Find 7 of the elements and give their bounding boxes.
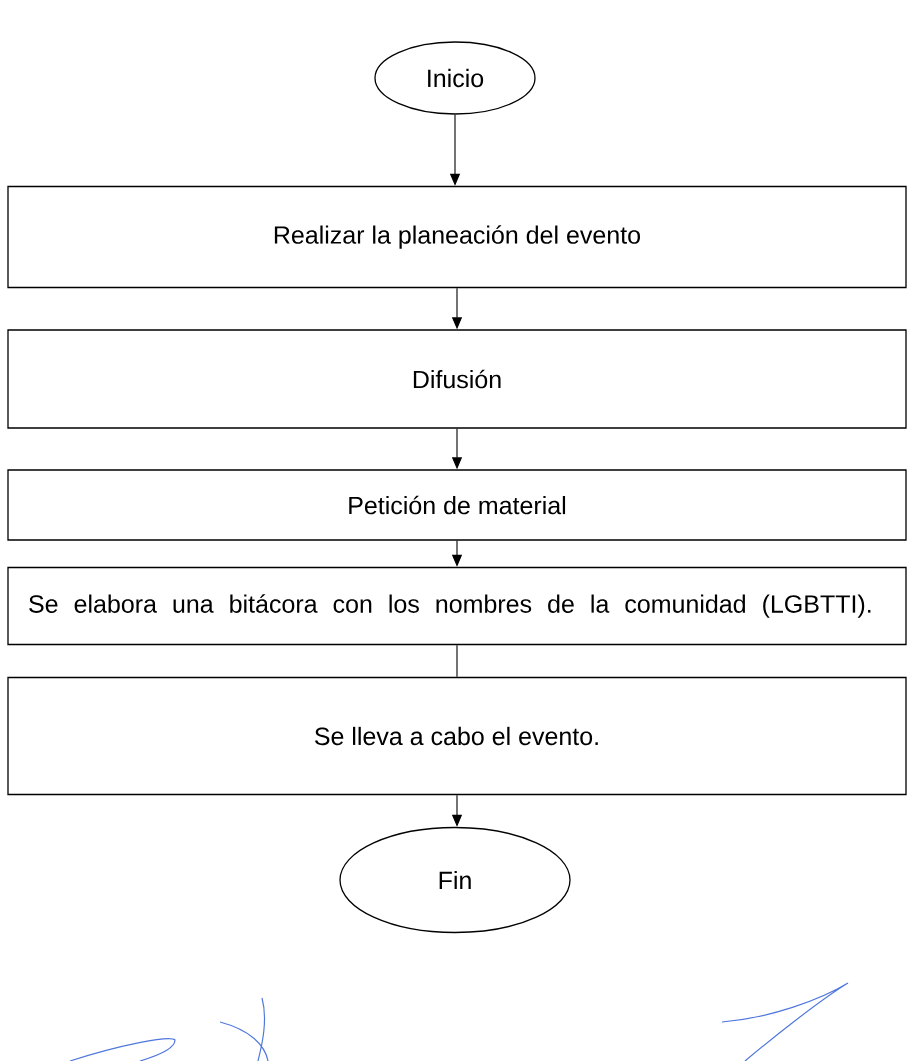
terminal-oval: Fin bbox=[339, 826, 571, 934]
terminal-oval: Inicio bbox=[374, 41, 536, 115]
process-box: Petición de material bbox=[7, 469, 907, 541]
process-box: Realizar la planeación del evento bbox=[7, 185, 907, 289]
process-box: Se lleva a cabo el evento. bbox=[7, 676, 907, 796]
process-box: Se elabora una bitácora con los nombres de la comunidad (LGBTTI). bbox=[7, 566, 907, 646]
process-box: Difusión bbox=[7, 329, 907, 429]
